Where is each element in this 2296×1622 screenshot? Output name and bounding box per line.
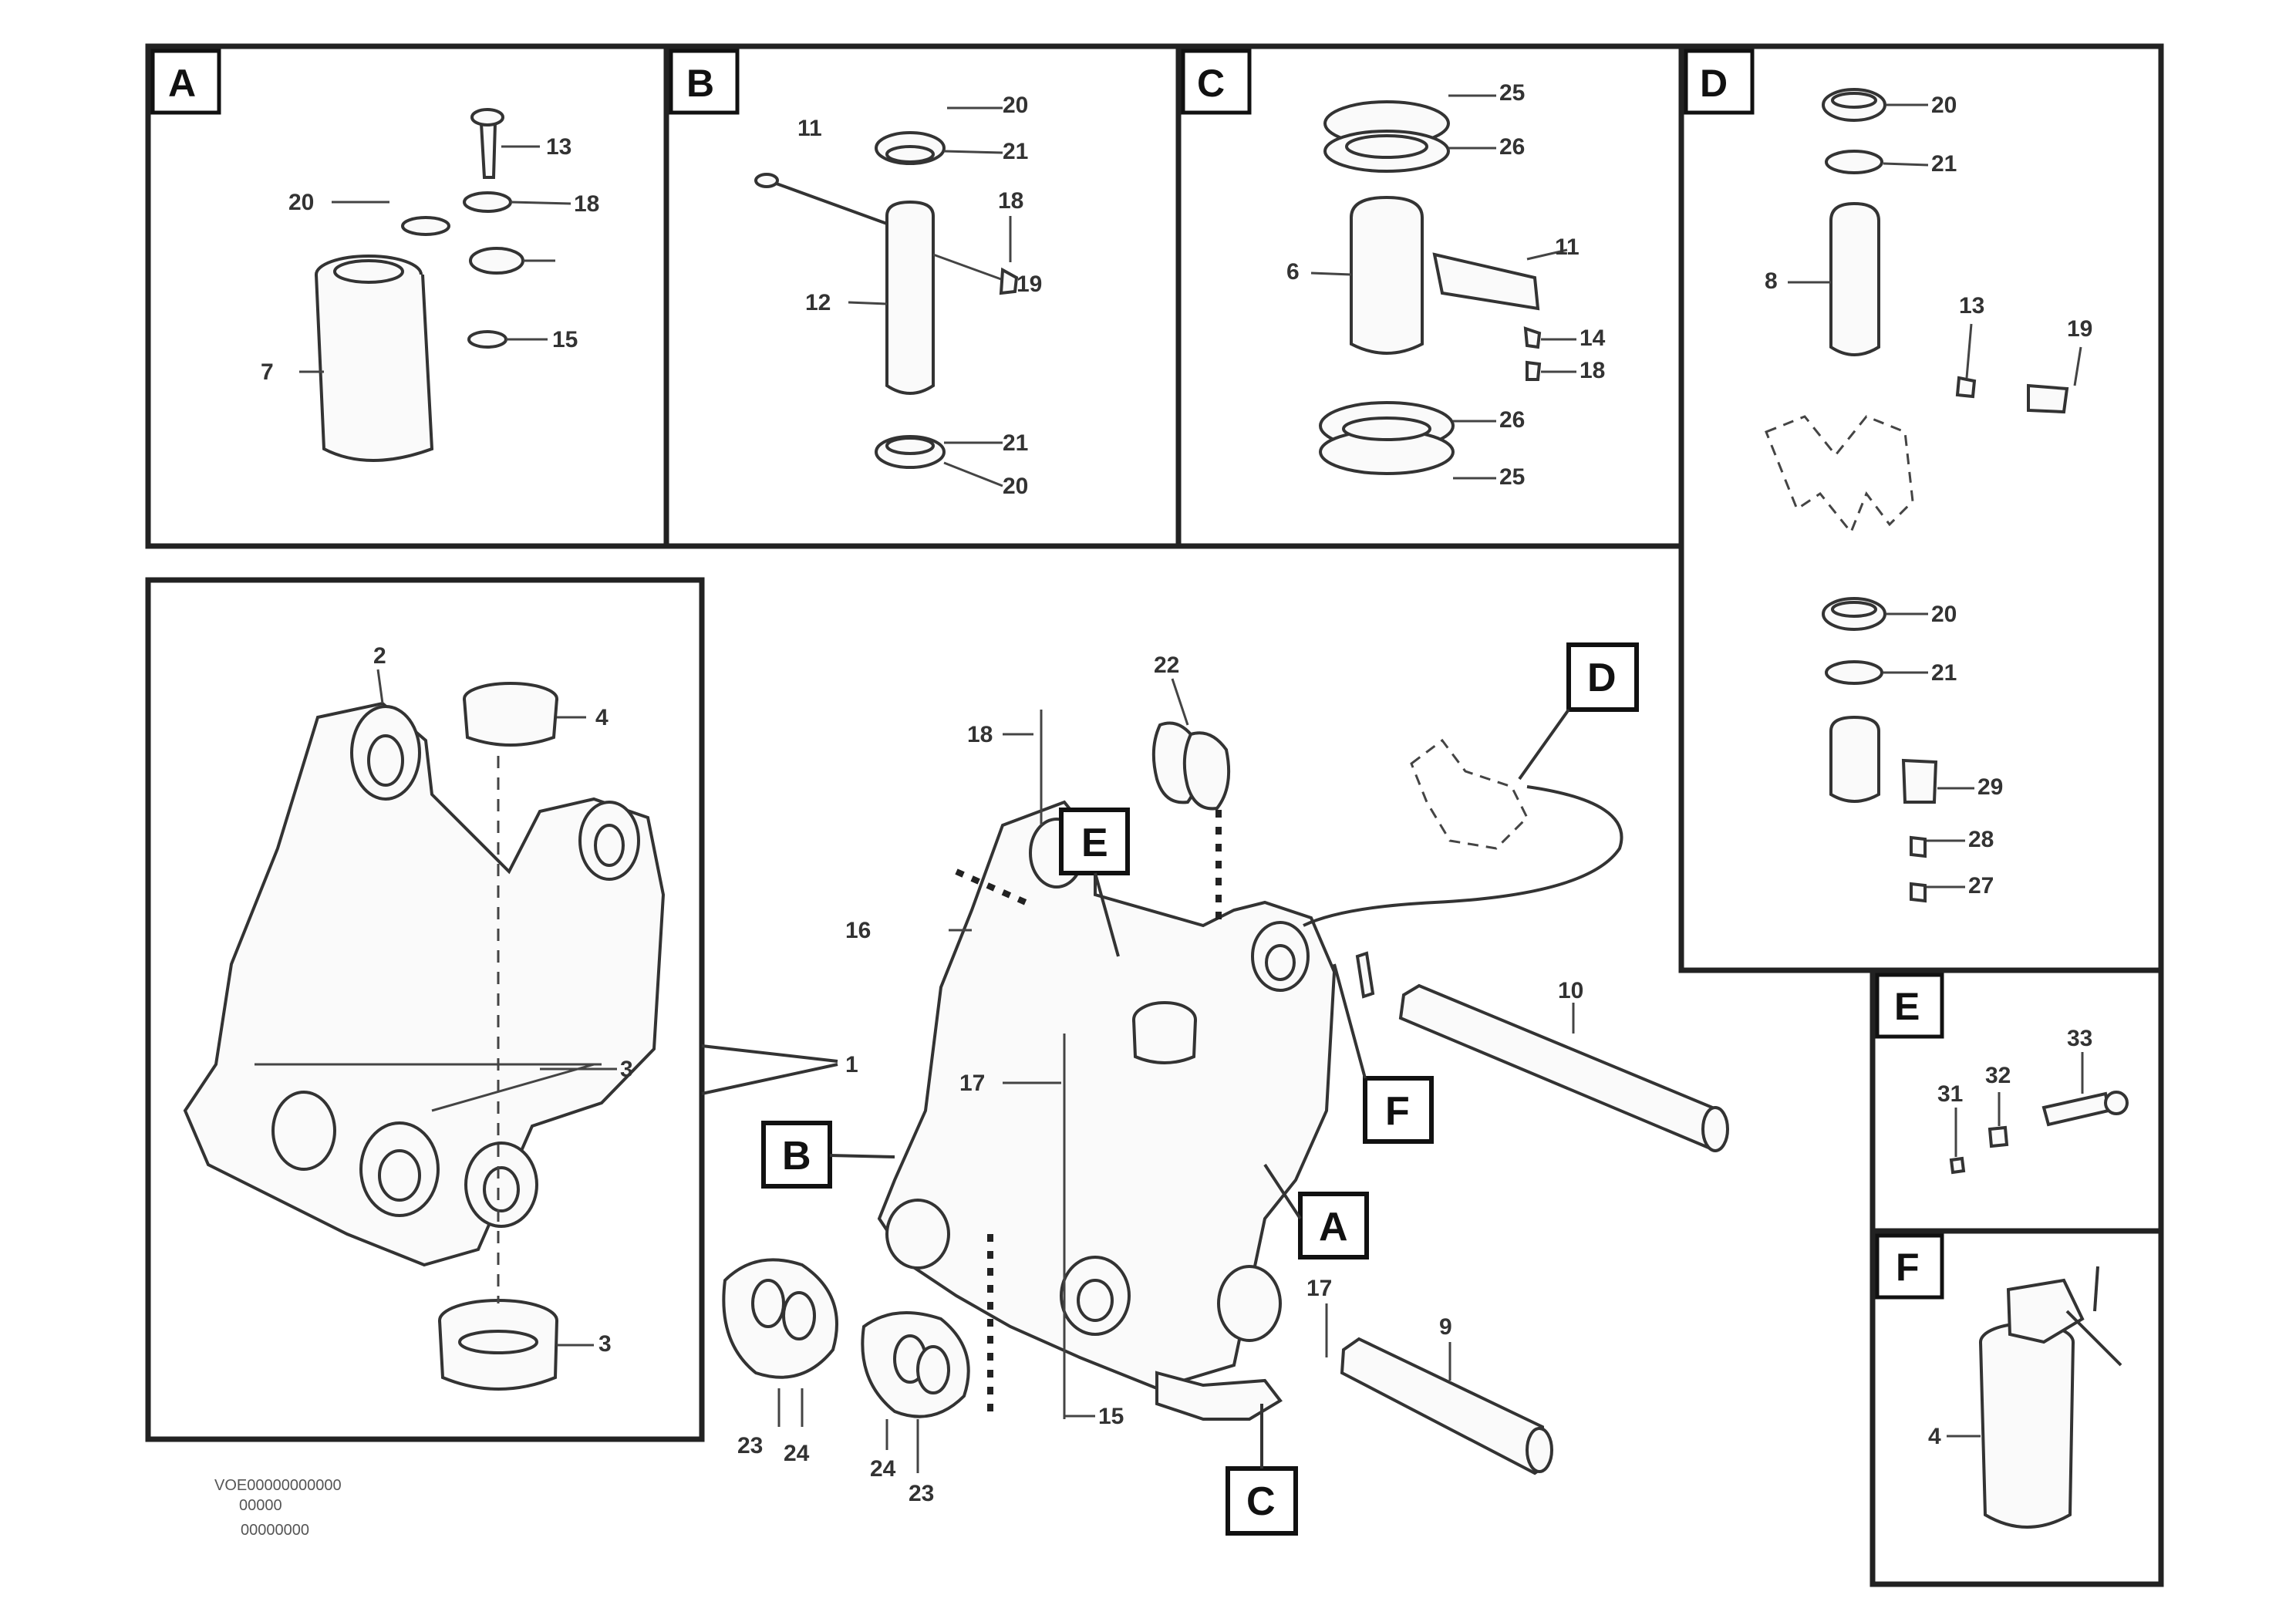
main-tag-e: E: [1059, 808, 1130, 957]
svg-text:C: C: [1246, 1479, 1276, 1524]
callout-b-18: 18: [998, 188, 1023, 214]
callout-f-4: 4: [1928, 1424, 1941, 1449]
panel-a-label: A: [150, 49, 221, 115]
callout-a-18: 18: [574, 191, 599, 217]
main-assembly-parts: [722, 678, 1729, 1475]
svg-text:F: F: [1385, 1089, 1410, 1134]
detail-connector-top: [701, 1044, 838, 1063]
panel-e-parts: [1949, 1052, 2129, 1175]
svg-text:F: F: [1896, 1246, 1920, 1289]
callout-b-20-bottom: 20: [1003, 474, 1028, 499]
callout-a-15: 15: [552, 327, 578, 352]
panel-b-parts: [754, 106, 1019, 487]
detail-view-frame: [145, 577, 705, 1442]
callout-main-15: 15: [1098, 1404, 1124, 1429]
callout-c-26-bottom: 26: [1499, 407, 1525, 433]
callout-a-13: 13: [546, 134, 571, 160]
svg-text:E: E: [1081, 821, 1108, 865]
main-tag-d: D: [1518, 642, 1639, 781]
svg-text:C: C: [1197, 62, 1225, 105]
panel-c-label: C: [1181, 49, 1252, 115]
drawing-ref-line3: 00000000: [241, 1522, 309, 1539]
callout-c-18: 18: [1580, 358, 1605, 383]
callout-detail-3-mid: 3: [620, 1057, 633, 1082]
callout-c-25-bottom: 25: [1499, 464, 1525, 490]
panel-f-frame: [1870, 1228, 2164, 1587]
detail-connector-bottom: [701, 1063, 838, 1095]
drawing-ref-line2: 00000: [239, 1497, 282, 1514]
panel-b-label: B: [669, 49, 740, 115]
callout-a-20: 20: [288, 190, 314, 215]
main-tag-c: C: [1226, 1404, 1298, 1536]
callout-e-32: 32: [1985, 1063, 2011, 1088]
callout-main-24-right: 24: [870, 1456, 896, 1482]
svg-text:A: A: [168, 62, 196, 105]
callout-main-1: 1: [845, 1052, 858, 1077]
callout-d-21-top: 21: [1931, 151, 1957, 177]
main-tag-b: B: [761, 1121, 895, 1189]
callout-d-20-bottom: 20: [1931, 602, 1957, 627]
svg-text:B: B: [686, 62, 714, 105]
panel-d-label: D: [1684, 49, 1755, 115]
callout-b-19: 19: [1017, 271, 1042, 297]
panel-d-frame: [1678, 43, 2164, 973]
callout-main-23-right: 23: [909, 1481, 934, 1506]
panel-f-parts: [1947, 1266, 2122, 1529]
callout-main-16: 16: [845, 918, 871, 943]
callout-detail-4: 4: [595, 705, 609, 730]
svg-text:D: D: [1700, 62, 1728, 105]
svg-text:D: D: [1587, 656, 1617, 700]
panel-e-label: E: [1875, 973, 1944, 1039]
callout-d-20-top: 20: [1931, 93, 1957, 118]
panel-f-label: F: [1875, 1233, 1944, 1300]
callout-c-26-top: 26: [1499, 134, 1525, 160]
callout-c-25-top: 25: [1499, 80, 1525, 106]
callout-main-10: 10: [1558, 978, 1583, 1003]
callout-b-11: 11: [797, 116, 822, 141]
callout-d-21-bottom: 21: [1931, 660, 1957, 686]
callout-b-12: 12: [805, 290, 831, 315]
detail-view-parts: [183, 669, 666, 1391]
callout-a-7: 7: [261, 359, 274, 385]
callout-main-22: 22: [1154, 653, 1179, 678]
callout-main-9: 9: [1439, 1314, 1452, 1340]
callout-c-6: 6: [1286, 259, 1300, 285]
panel-a-parts: [299, 108, 571, 462]
panel-c-parts: [1310, 94, 1576, 480]
callout-detail-2: 2: [373, 643, 386, 669]
callout-d-13: 13: [1959, 293, 1984, 319]
callout-detail-3-bottom: 3: [598, 1331, 612, 1357]
svg-text:E: E: [1894, 985, 1920, 1028]
callout-e-31: 31: [1937, 1081, 1963, 1107]
main-tag-f: F: [1333, 963, 1434, 1144]
main-tag-a: A: [1263, 1163, 1369, 1259]
callout-b-20-top: 20: [1003, 93, 1028, 118]
drawing-ref-line1: VOE00000000000: [214, 1477, 342, 1494]
callout-d-29: 29: [1977, 774, 2003, 800]
svg-text:A: A: [1319, 1205, 1348, 1249]
callout-c-14: 14: [1580, 325, 1606, 351]
callout-c-11: 11: [1555, 234, 1580, 260]
callout-main-17-right: 17: [1306, 1276, 1332, 1301]
callout-d-27: 27: [1968, 873, 1994, 899]
callout-main-17: 17: [959, 1071, 985, 1096]
callout-b-21-bottom: 21: [1003, 430, 1028, 456]
svg-text:B: B: [782, 1134, 811, 1179]
callout-main-23-left: 23: [737, 1433, 763, 1458]
callout-e-33: 33: [2067, 1026, 2092, 1051]
callout-d-8: 8: [1765, 268, 1778, 294]
callout-b-21-top: 21: [1003, 139, 1028, 164]
callout-d-19: 19: [2067, 316, 2092, 342]
callout-main-18: 18: [967, 722, 993, 747]
panel-d-parts: [1765, 88, 2082, 903]
callout-main-24-left: 24: [784, 1441, 810, 1466]
callout-d-28: 28: [1968, 827, 1994, 852]
